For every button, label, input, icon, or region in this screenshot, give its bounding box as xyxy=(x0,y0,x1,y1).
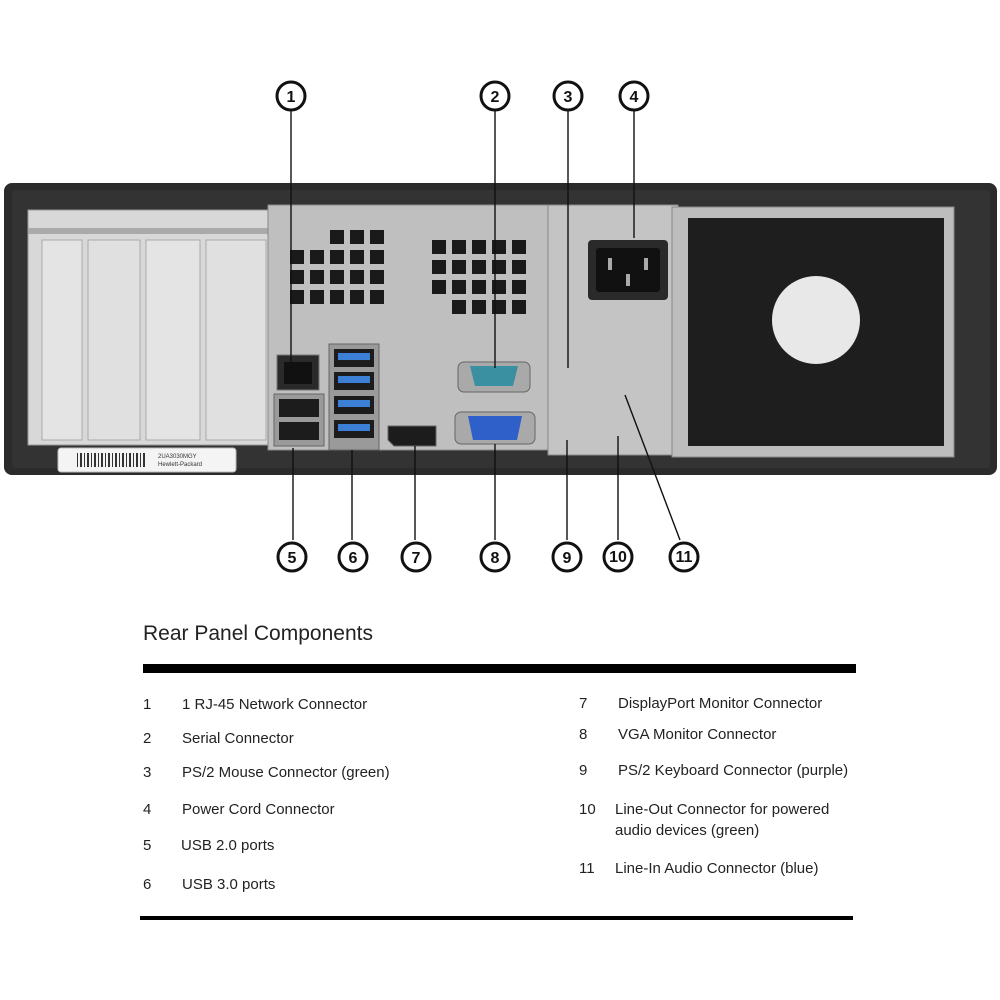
legend-top-rule xyxy=(143,664,856,673)
svg-text:7: 7 xyxy=(412,550,421,567)
callout-11: 11 xyxy=(668,541,700,573)
callout-9: 9 xyxy=(551,541,583,573)
legend-item-label: 1 RJ-45 Network Connector xyxy=(182,696,368,713)
legend-item-label: Line-In Audio Connector (blue) xyxy=(615,860,819,877)
callout-1: 1 xyxy=(275,80,307,112)
legend-item-label: Line-Out Connector for powered audio dev… xyxy=(615,801,830,839)
svg-text:9: 9 xyxy=(563,550,572,567)
legend-bottom-rule xyxy=(140,916,853,920)
svg-text:2: 2 xyxy=(491,89,500,106)
svg-text:6: 6 xyxy=(349,550,358,567)
displayport-port xyxy=(387,425,437,447)
legend-item-number: 10 xyxy=(579,801,596,818)
rear-panel-diagram: 2UA3030MGY Hewlett-Packard xyxy=(4,80,997,573)
serial-port xyxy=(457,361,531,393)
svg-text:1: 1 xyxy=(287,89,296,106)
vendor-text: Hewlett-Packard xyxy=(158,462,202,468)
callout-8: 8 xyxy=(479,541,511,573)
svg-text:11: 11 xyxy=(676,549,693,566)
callout-4: 4 xyxy=(618,80,650,112)
svg-text:4: 4 xyxy=(630,89,639,106)
callout-7: 7 xyxy=(400,541,432,573)
legend-item-number: 8 xyxy=(579,726,588,743)
rj45-port xyxy=(276,354,320,391)
leader-lines xyxy=(290,110,681,541)
svg-text:10: 10 xyxy=(609,549,627,566)
expansion-slots xyxy=(27,209,281,446)
legend-item-label: VGA Monitor Connector xyxy=(618,726,777,743)
barcode-icon xyxy=(77,453,145,467)
legend-item-label: DisplayPort Monitor Connector xyxy=(618,695,823,712)
svg-text:8: 8 xyxy=(491,550,500,567)
legend-item-label: USB 2.0 ports xyxy=(181,837,275,854)
callout-5: 5 xyxy=(276,541,308,573)
svg-text:3: 3 xyxy=(564,89,573,106)
serial-number-text: 2UA3030MGY xyxy=(158,454,197,460)
legend-item-number: 9 xyxy=(579,762,588,779)
svg-text:5: 5 xyxy=(288,550,297,567)
legend-item-number: 7 xyxy=(579,695,588,712)
callout-10: 10 xyxy=(602,541,634,573)
legend-item-number: 11 xyxy=(579,860,595,877)
legend-item-label: Power Cord Connector xyxy=(182,801,335,818)
legend-item-number: 2 xyxy=(143,730,152,747)
legend-item-number: 5 xyxy=(143,837,152,854)
legend-item-label: PS/2 Keyboard Connector (purple) xyxy=(618,762,849,779)
legend-item-label: Serial Connector xyxy=(182,730,294,747)
power-supply xyxy=(547,204,679,456)
legend-item-label: PS/2 Mouse Connector (green) xyxy=(182,764,390,781)
vga-port xyxy=(454,411,536,445)
serial-sticker: 2UA3030MGY Hewlett-Packard xyxy=(57,447,237,473)
fan-grille xyxy=(671,206,955,458)
legend-title: Rear Panel Components xyxy=(143,622,373,645)
legend-item-number: 4 xyxy=(143,801,152,818)
callout-2: 2 xyxy=(479,80,511,112)
callout-3: 3 xyxy=(552,80,584,112)
legend-item-number: 6 xyxy=(143,876,152,893)
usb3-ports xyxy=(328,343,380,451)
legend-item-number: 1 xyxy=(143,696,152,713)
legend-item-number: 3 xyxy=(143,764,152,781)
legend-item-label: USB 3.0 ports xyxy=(182,876,276,893)
usb2-ports xyxy=(273,393,325,447)
callout-6: 6 xyxy=(337,541,369,573)
